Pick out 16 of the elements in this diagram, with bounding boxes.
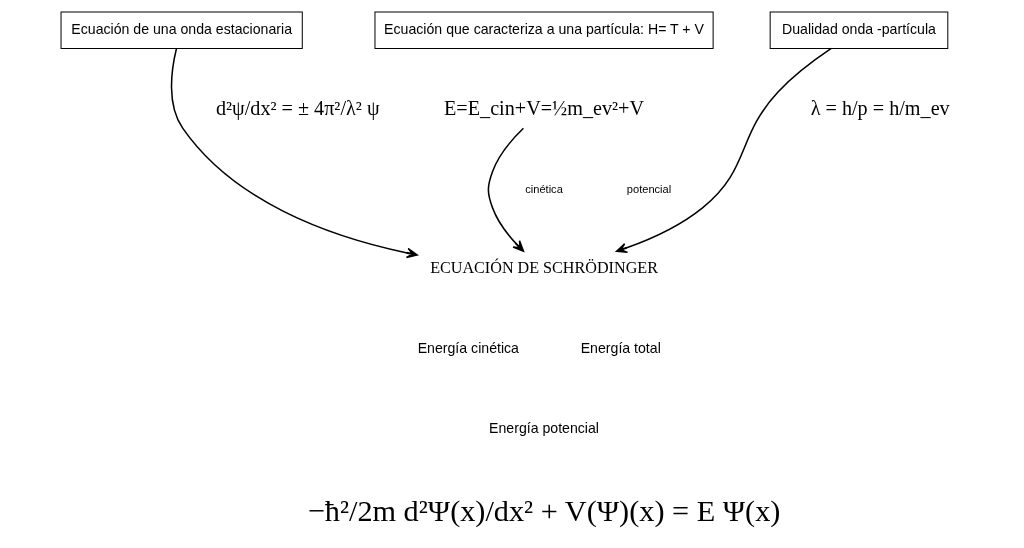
node-text: ECUACIÓN DE SCHRÖDINGER [429,259,658,277]
arrow [615,47,832,254]
node-box: Ecuación que caracteriza a una partícula: H= T + V [373,11,714,49]
node-box: Dualidad onda -partícula [769,11,948,49]
label: potencial [626,182,671,195]
node-text: E=E_cin+V=½m_ev²+V [443,97,644,120]
label: cinética [524,182,563,195]
label: Energía cinética [417,339,519,356]
label: d²ψ/dx² = ± 4π²/λ² ψ [215,97,380,120]
label: Energía total [580,339,661,356]
label: Energía potencial [488,419,599,436]
arrow [170,47,418,259]
label: −ħ²/2m d²Ψ(x)/dx² + V(Ψ)(x) = E Ψ(x) [307,493,780,528]
label: λ = h/p = h/m_ev [810,97,950,120]
node-box: Ecuación de una onda estacionaria [60,11,303,49]
arrow [487,127,524,252]
